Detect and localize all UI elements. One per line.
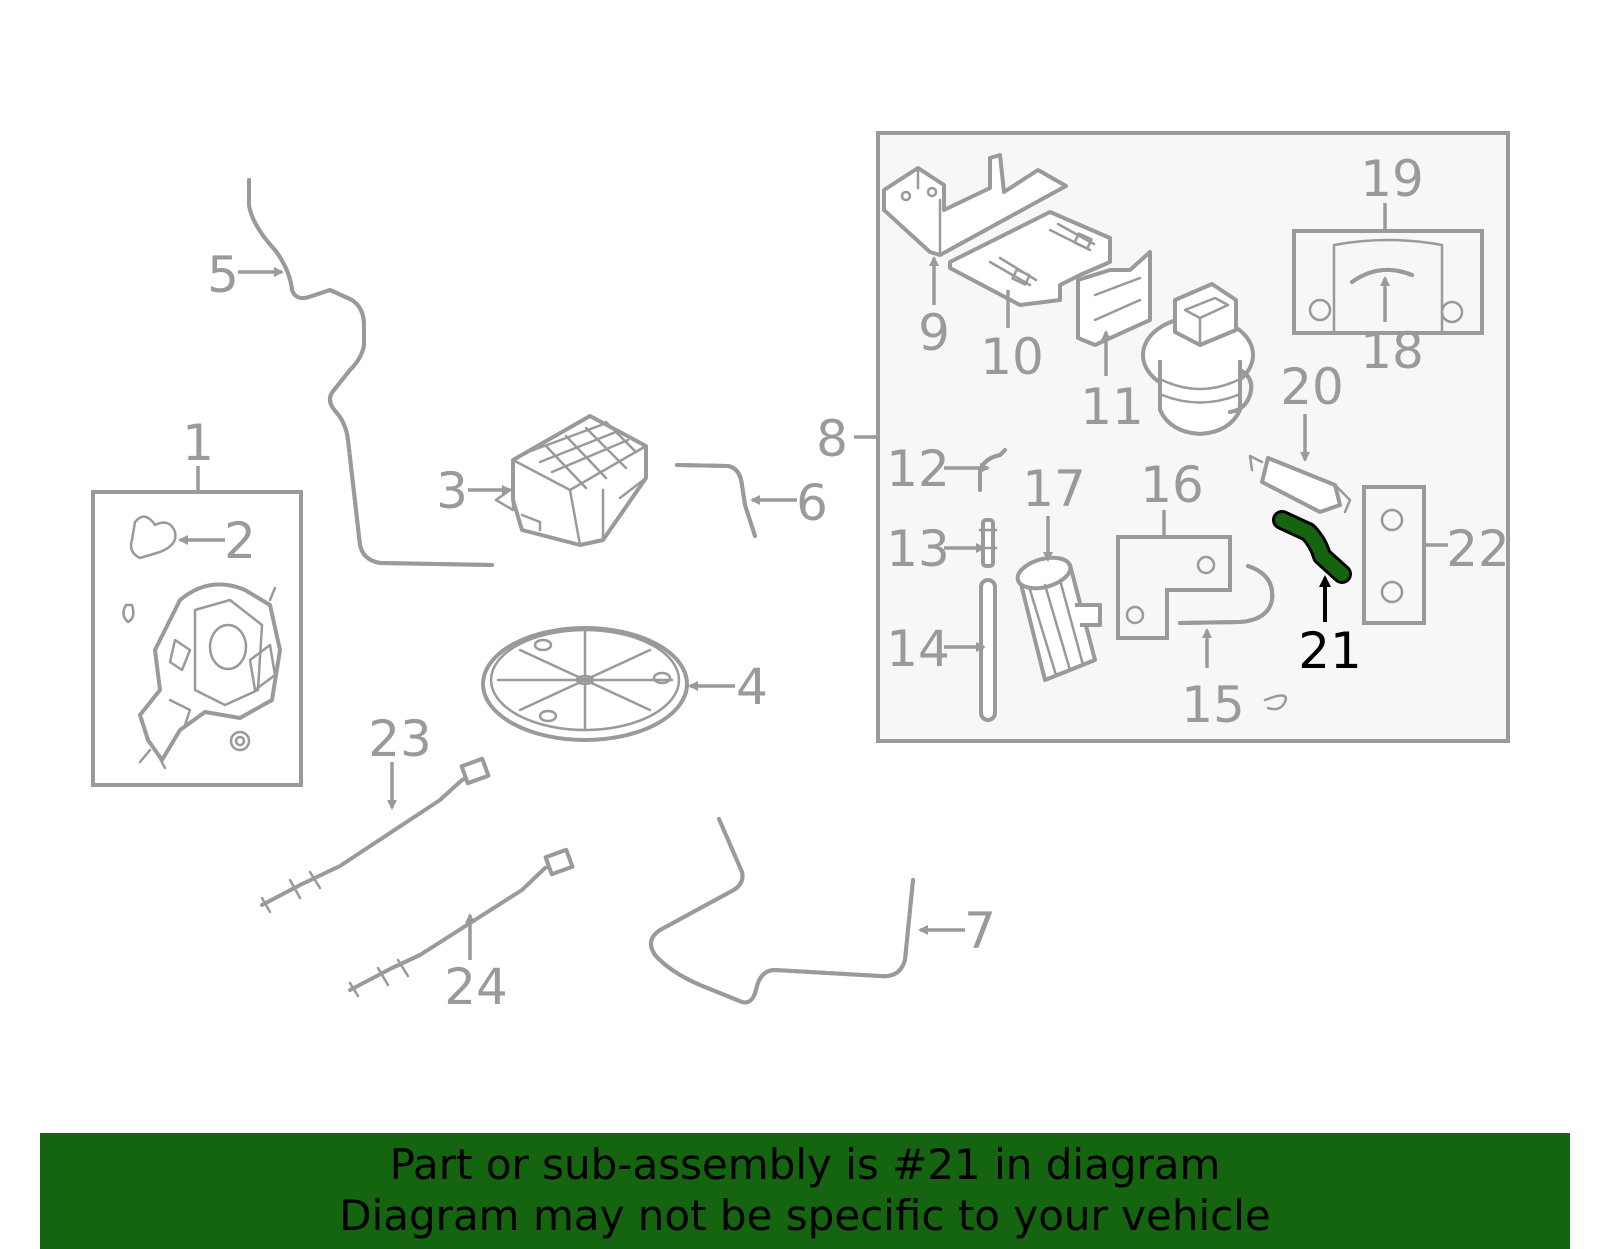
leader-lines xyxy=(178,203,1448,960)
callout-14: 14 xyxy=(886,620,950,678)
part-4-plate xyxy=(481,626,689,742)
callout-7: 7 xyxy=(964,902,996,960)
part-17-filter xyxy=(1015,555,1102,682)
callout-8: 8 xyxy=(816,410,848,468)
part-22-clamps xyxy=(1380,508,1404,604)
callout-1: 1 xyxy=(182,414,214,472)
callout-13: 13 xyxy=(886,520,950,578)
part-10-bracket xyxy=(948,210,1112,307)
callout-6: 6 xyxy=(796,474,828,532)
callout-17: 17 xyxy=(1022,460,1086,518)
callout-9: 9 xyxy=(918,304,950,362)
callout-23: 23 xyxy=(368,710,432,768)
part-16-clips xyxy=(1125,555,1216,625)
info-banner: Part or sub-assembly is #21 in diagram D… xyxy=(40,1133,1570,1249)
callout-5: 5 xyxy=(207,246,239,304)
callout-10: 10 xyxy=(980,328,1044,386)
part-13-fitting xyxy=(978,518,998,568)
subassembly-box-22 xyxy=(1362,485,1426,625)
banner-line-1: Part or sub-assembly is #21 in diagram xyxy=(389,1140,1221,1189)
part-11-bracket xyxy=(1076,250,1152,347)
part-18-hose xyxy=(1350,267,1414,284)
callout-21-highlighted: 21 xyxy=(1298,622,1362,680)
part-14-tube xyxy=(979,578,997,722)
callout-15: 15 xyxy=(1181,676,1245,734)
banner-line-2: Diagram may not be specific to your vehi… xyxy=(339,1191,1271,1240)
part-19-clamps xyxy=(1308,238,1464,335)
callout-12: 12 xyxy=(886,440,950,498)
subassembly-box-16 xyxy=(1116,535,1232,640)
callout-labels: 1 2 3 4 5 6 7 8 9 10 11 12 13 14 15 16 1… xyxy=(182,150,1510,1016)
callout-19: 19 xyxy=(1360,150,1424,208)
callout-4: 4 xyxy=(736,658,768,716)
part-3-filter-housing xyxy=(494,414,648,547)
callout-20: 20 xyxy=(1280,358,1344,416)
callout-11: 11 xyxy=(1080,378,1144,436)
part-9-bracket xyxy=(882,153,1068,257)
part-11-canister xyxy=(1141,282,1255,436)
callout-2: 2 xyxy=(224,512,256,570)
callout-18: 18 xyxy=(1360,322,1424,380)
subassembly-box-19 xyxy=(1292,229,1484,335)
part-15-hose xyxy=(1178,564,1288,711)
callout-22: 22 xyxy=(1446,520,1510,578)
part-20-valve xyxy=(1248,454,1352,514)
callout-3: 3 xyxy=(436,462,468,520)
callout-24: 24 xyxy=(444,958,508,1016)
callout-16: 16 xyxy=(1140,456,1204,514)
part-1-pump-assembly xyxy=(122,515,282,770)
part-23-sensor xyxy=(260,756,491,914)
